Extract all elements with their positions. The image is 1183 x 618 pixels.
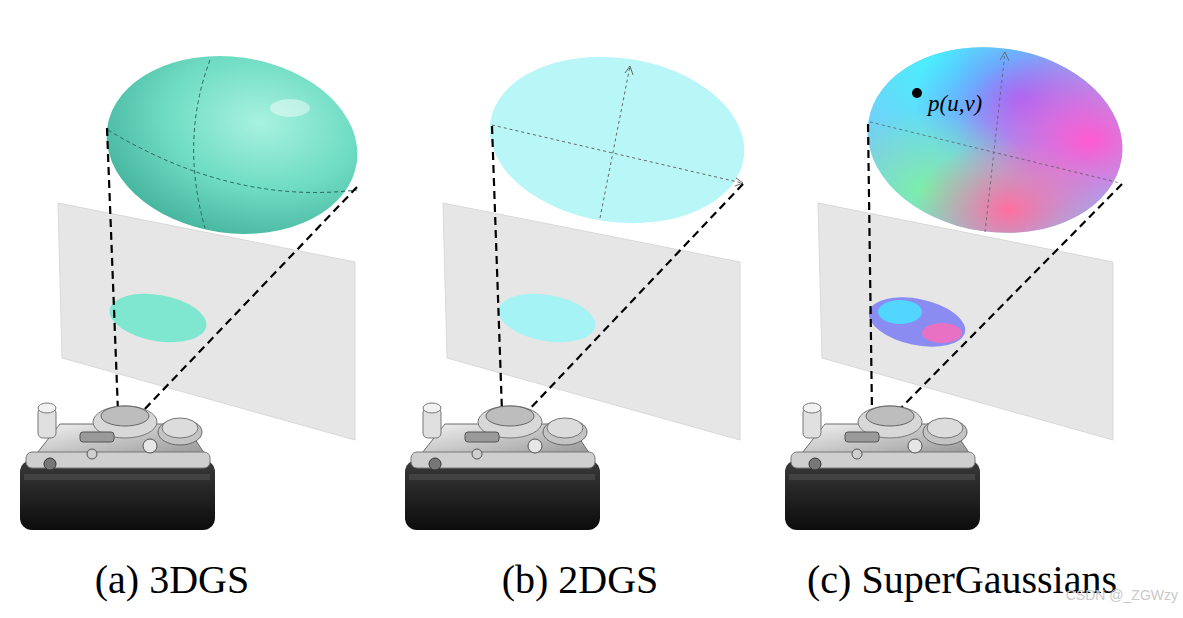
panel-caption: (a) 3DGS: [95, 558, 249, 602]
point-label: p(u,v): [928, 91, 982, 116]
panel-caption: (b) 2DGS: [502, 558, 659, 602]
watermark: CSDN @_ZGWzy: [1066, 588, 1178, 603]
